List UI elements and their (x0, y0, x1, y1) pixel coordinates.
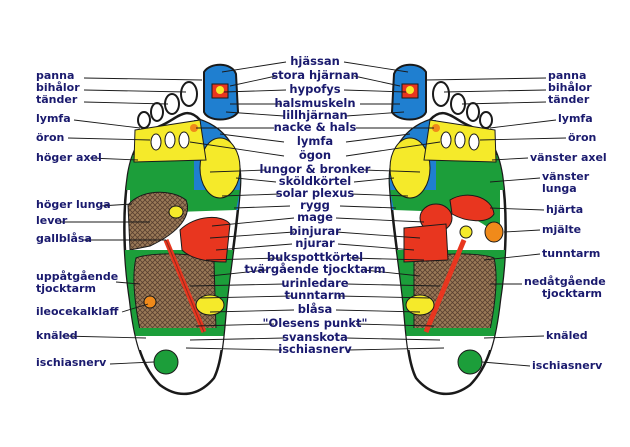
label-ileocekalklaff: ileocekalklaff (36, 305, 119, 318)
right-foot (388, 63, 507, 396)
label-tunntarm-center: tunntarm (284, 288, 346, 302)
label-mjalte: mjälte (542, 223, 582, 236)
label-uppatgaende: uppåtgående (36, 270, 119, 283)
label-lymfa-right: lymfa (558, 112, 593, 125)
label-hoger-lunga: höger lunga (36, 198, 111, 211)
label-svanskota: svanskota (282, 330, 348, 344)
label-hjarta: hjärta (546, 203, 584, 216)
label-tjocktarm-left: tjocktarm (36, 282, 96, 295)
label-vanster: vänster (542, 170, 590, 183)
label-knaled-right: knäled (546, 329, 588, 342)
label-njurar: njurar (295, 236, 335, 250)
label-halsmuskeln: halsmuskeln (274, 96, 356, 110)
label-bihalor-left: bihålor (36, 81, 80, 94)
label-lillhjarnan: lillhjärnan (282, 108, 348, 122)
label-nacke-hals: nacke & hals (273, 120, 357, 134)
label-rygg: rygg (300, 198, 330, 212)
label-hoger-axel: höger axel (36, 151, 102, 164)
label-oron-left: öron (36, 131, 65, 144)
label-ischiasnerv-right: ischiasnerv (532, 359, 603, 372)
label-panna-left: panna (36, 69, 75, 82)
label-ogon: ögon (298, 148, 332, 162)
label-lymfa-center: lymfa (296, 134, 334, 148)
label-bukspottkortel: bukspottkörtel (266, 250, 364, 264)
label-hjassan: hjässan (290, 54, 340, 68)
label-urinledare: urinledare (281, 276, 349, 290)
label-skoldkortel: sköldkörtel (278, 174, 352, 188)
label-gallblasa: gallblåsa (36, 232, 92, 245)
label-tunntarm-right: tunntarm (542, 247, 601, 260)
label-ischiasnerv-center: ischiasnerv (278, 342, 352, 356)
label-lever: lever (36, 214, 68, 227)
left-foot (123, 63, 242, 396)
label-oron-right: öron (568, 131, 597, 144)
label-binjurar: binjurar (289, 224, 341, 238)
label-tvargaende-tjocktarm: tvärgående tjocktarm (244, 262, 386, 276)
label-tander-right: tänder (548, 93, 590, 106)
label-panna-right: panna (548, 69, 587, 82)
leader-lines (60, 61, 567, 367)
label-vanster-axel: vänster axel (530, 151, 607, 164)
label-tander-left: tänder (36, 93, 78, 106)
label-tjocktarm-right: tjocktarm (542, 287, 602, 300)
label-ischiasnerv-left: ischiasnerv (36, 356, 107, 369)
label-lunga: lunga (542, 182, 577, 195)
label-bihalor-right: bihålor (548, 81, 592, 94)
label-hypofys: hypofys (289, 82, 341, 96)
label-lungor-bronker: lungor & bronker (259, 162, 371, 176)
label-stora-hjarnan: stora hjärnan (271, 68, 359, 82)
label-solar-plexus: solar plexus (275, 186, 355, 200)
label-blasa: blåsa (297, 302, 333, 316)
label-olesens-punkt: "Olesens punkt" (262, 316, 368, 330)
label-nedatgaende: nedåtgående (524, 275, 606, 288)
label-mage: mage (297, 210, 333, 224)
label-knaled-left: knäled (36, 329, 78, 342)
label-lymfa-left: lymfa (36, 112, 71, 125)
